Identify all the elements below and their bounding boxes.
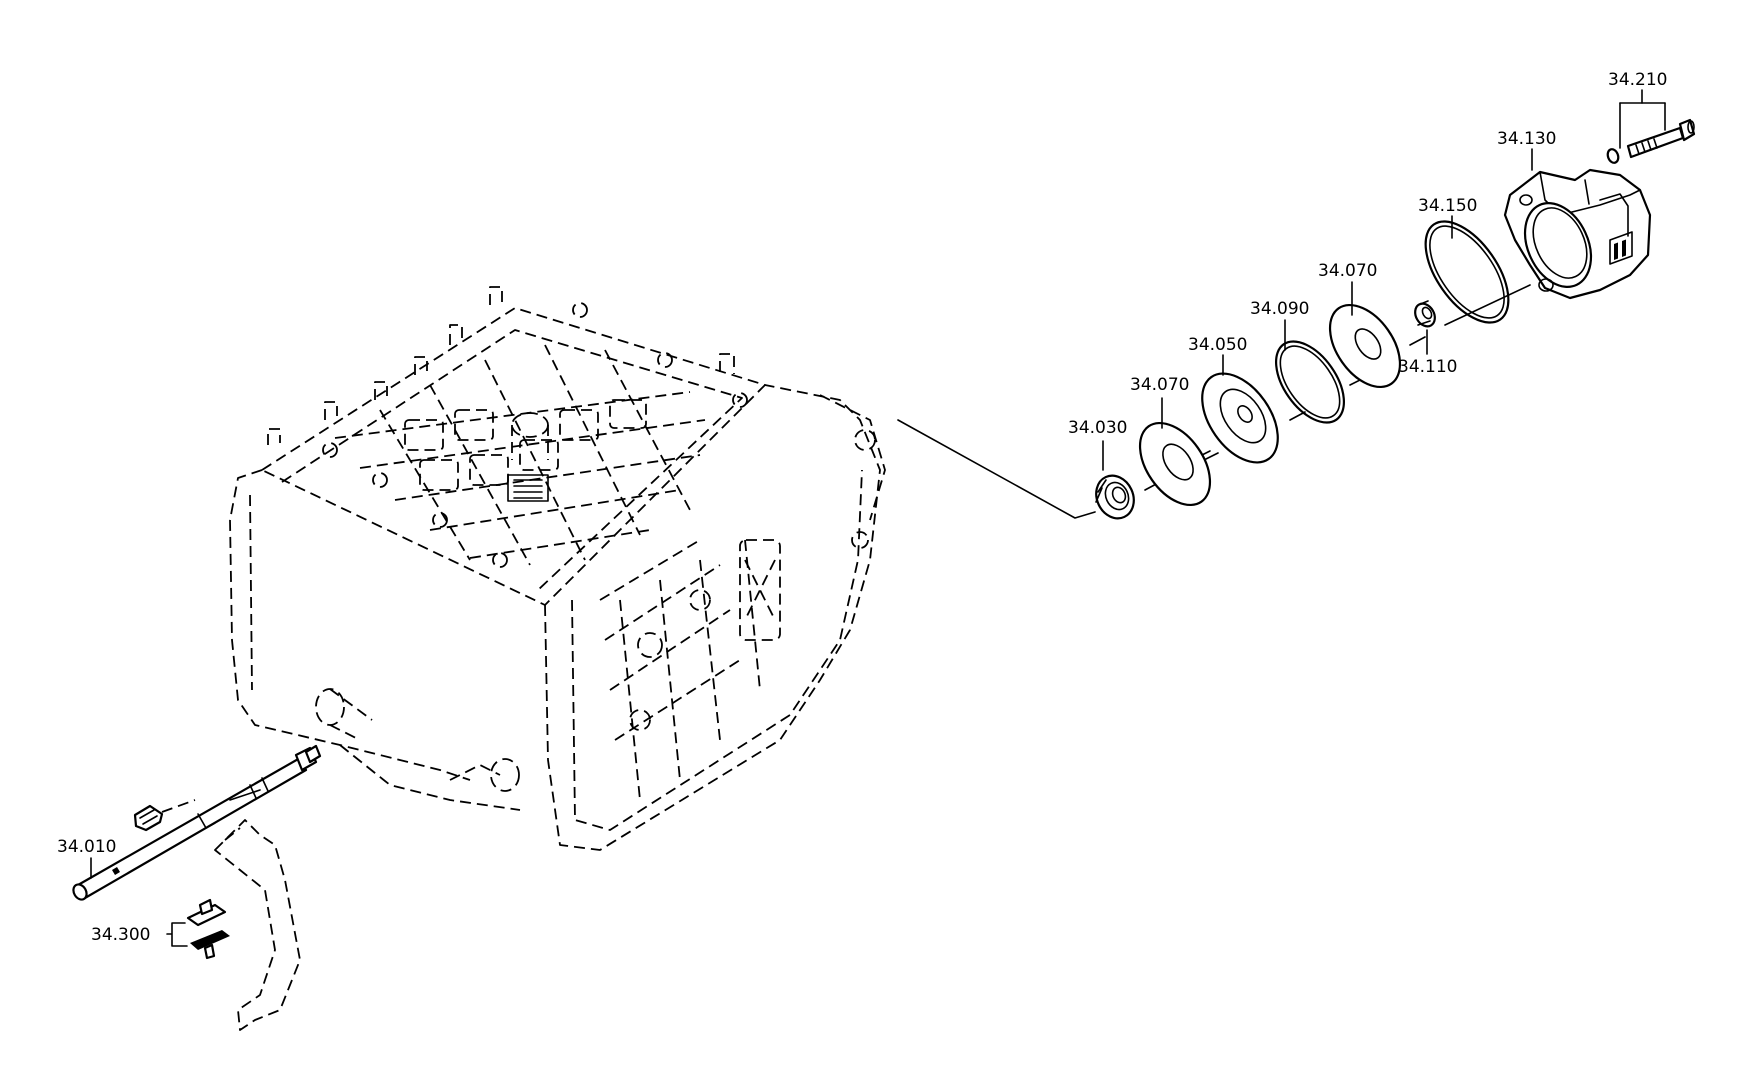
label-34-130: 34.130 bbox=[1497, 129, 1556, 149]
leader-lines bbox=[90, 89, 1666, 947]
label-34-300: 34.300 bbox=[91, 925, 150, 945]
label-34-110: 34.110 bbox=[1398, 357, 1457, 377]
part-labels: 34.010 34.030 34.070 34.050 34.090 34.07… bbox=[57, 70, 1667, 945]
part-34-300-shift-pads bbox=[186, 898, 230, 960]
part-34-090-o-ring bbox=[1274, 340, 1346, 424]
label-34-070-a: 34.070 bbox=[1130, 375, 1189, 395]
part-34-070-washer-a bbox=[1138, 421, 1212, 507]
part-34-030-seal bbox=[1095, 474, 1135, 520]
label-34-070-b: 34.070 bbox=[1318, 261, 1377, 281]
part-detent-lock bbox=[133, 799, 196, 832]
connector-leader-line bbox=[897, 419, 1096, 519]
part-34-210-bolt bbox=[1606, 118, 1696, 164]
label-34-150: 34.150 bbox=[1418, 196, 1477, 216]
label-34-210: 34.210 bbox=[1608, 70, 1667, 90]
label-34-030: 34.030 bbox=[1068, 418, 1127, 438]
label-34-090: 34.090 bbox=[1250, 299, 1309, 319]
part-shift-fork bbox=[214, 819, 301, 1031]
label-34-050: 34.050 bbox=[1188, 335, 1247, 355]
transmission-housing bbox=[229, 286, 886, 851]
part-34-130-cylinder-cover bbox=[1503, 168, 1652, 300]
label-34-010: 34.010 bbox=[57, 837, 116, 857]
part-34-010-shift-rod bbox=[72, 744, 322, 901]
part-34-150-o-ring bbox=[1424, 220, 1510, 324]
part-34-070-washer-b bbox=[1328, 303, 1402, 389]
part-34-050-disc bbox=[1201, 372, 1279, 464]
part-34-110-nut bbox=[1414, 300, 1436, 328]
